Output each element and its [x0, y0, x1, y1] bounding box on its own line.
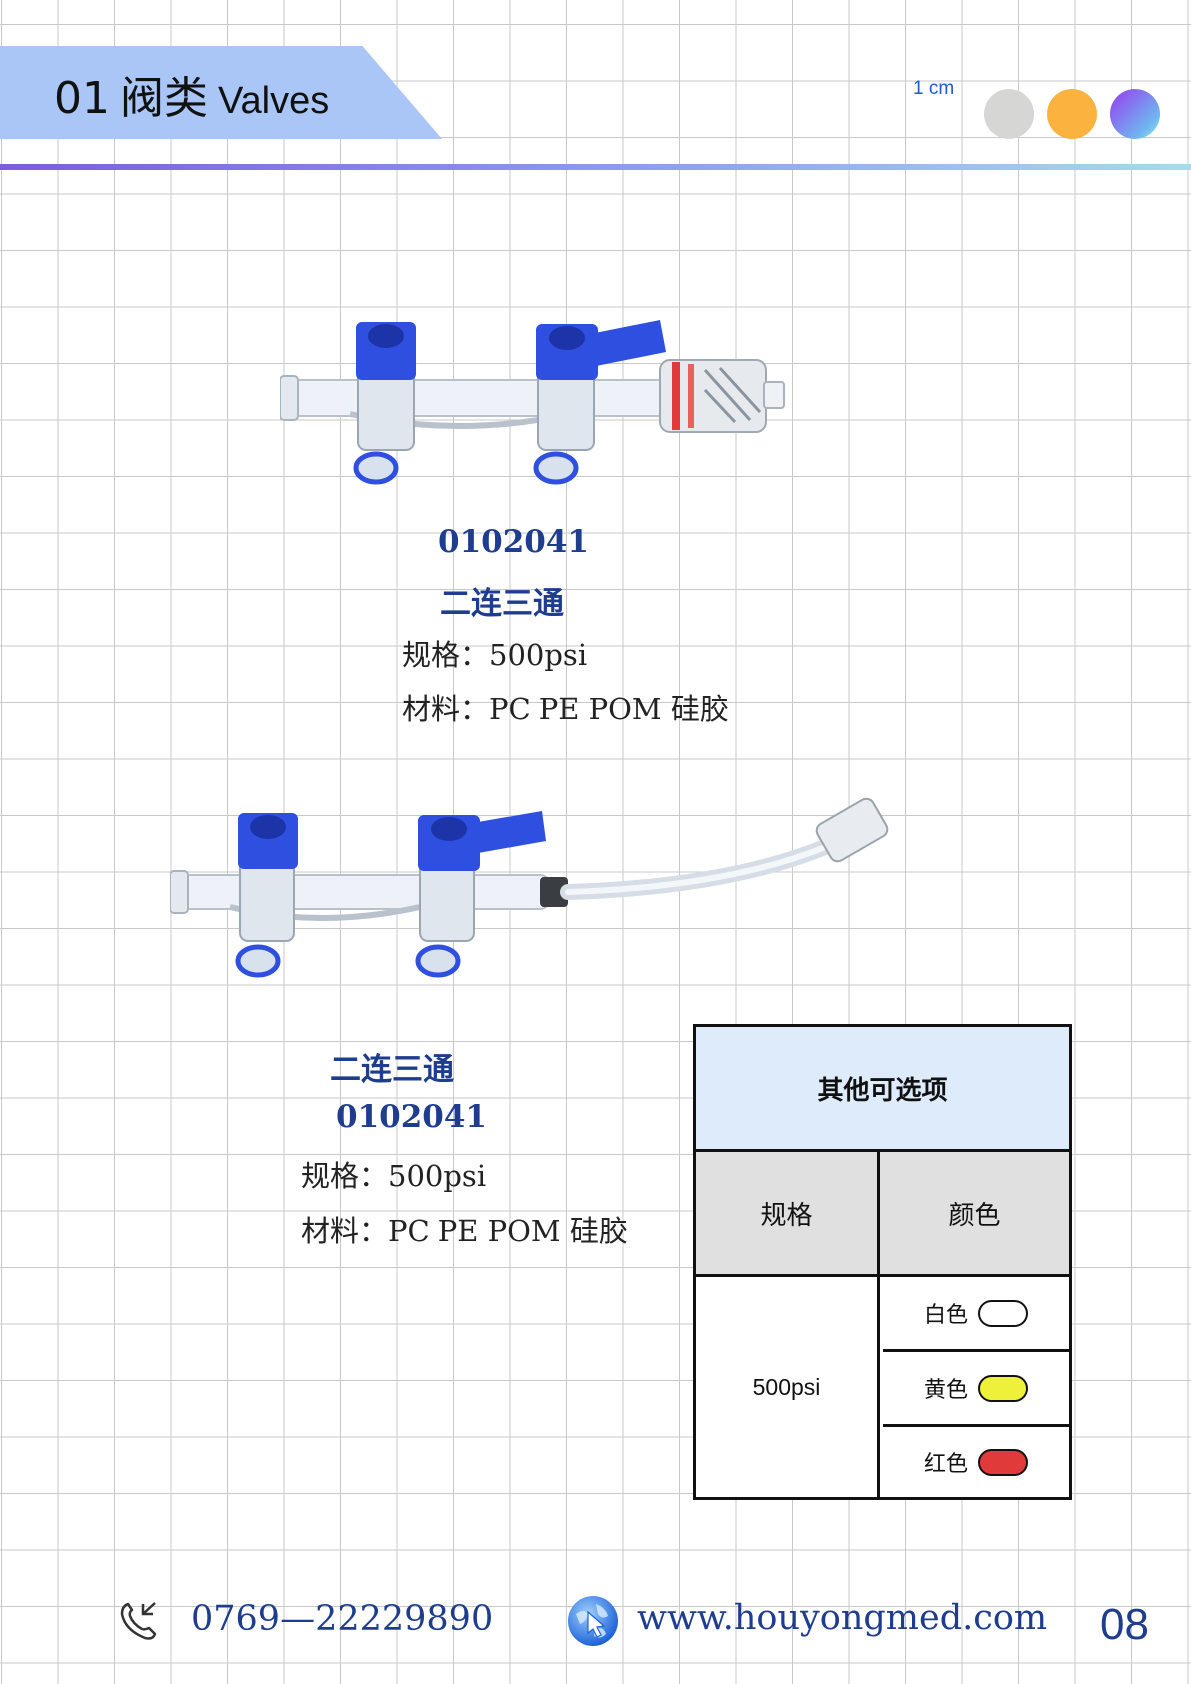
footer-website: www.houyongmed.com	[637, 1598, 1048, 1638]
header-divider	[0, 164, 1191, 170]
spec-value: 500psi	[388, 1159, 487, 1193]
spec-value: 500psi	[489, 638, 588, 672]
product-spec: 规格：500psi	[402, 632, 587, 674]
decor-dot-orange	[1047, 89, 1097, 139]
color-label: 白色	[923, 1303, 968, 1328]
color-option-white: 白色	[883, 1277, 1069, 1352]
color-option-red: 红色	[883, 1427, 1069, 1497]
decor-dot-grey	[984, 89, 1034, 139]
section-title: 01 阀类 Valves	[54, 62, 330, 124]
material-value-2: PE POM 硅胶	[538, 692, 729, 726]
section-title-zh: 阀类	[120, 73, 208, 124]
material-label: 材料：	[402, 692, 490, 726]
spec-label: 规格：	[301, 1159, 389, 1193]
color-label: 黄色	[923, 1378, 968, 1403]
product-code: 0102041	[438, 524, 589, 560]
options-table: 其他可选项 规格 颜色 500psi 白色 黄色 红色	[693, 1024, 1072, 1500]
color-swatch-white	[978, 1299, 1028, 1327]
material-value-1: PC	[489, 692, 531, 726]
globe-cursor-icon	[568, 1596, 618, 1646]
color-swatch-red	[978, 1448, 1028, 1476]
options-table-spec-value: 500psi	[696, 1277, 880, 1497]
product-name: 二连三通	[330, 1052, 454, 1088]
spec-label: 规格：	[402, 638, 490, 672]
product-name: 二连三通	[440, 586, 564, 622]
product-code: 0102041	[336, 1099, 487, 1135]
product-image-double-stopcock-with-tube	[170, 797, 889, 978]
material-label: 材料：	[301, 1214, 389, 1248]
product-image-double-stopcock	[280, 320, 785, 485]
section-title-en: Valves	[218, 80, 330, 122]
material-value-2: PE POM 硅胶	[437, 1214, 628, 1248]
decor-dot-purple	[1110, 89, 1160, 139]
color-option-yellow: 黄色	[883, 1352, 1069, 1427]
header-tab-background	[0, 46, 442, 139]
scale-label: 1 cm	[913, 78, 955, 99]
phone-icon	[120, 1602, 157, 1640]
options-table-title: 其他可选项	[696, 1027, 1069, 1152]
options-table-header-color: 颜色	[880, 1152, 1069, 1277]
color-label: 红色	[923, 1452, 968, 1477]
material-value-1: PC	[388, 1214, 430, 1248]
color-swatch-yellow	[978, 1374, 1028, 1402]
section-number: 01	[54, 73, 110, 124]
options-table-header-spec: 规格	[696, 1152, 880, 1277]
page-number: 08	[1100, 1600, 1149, 1649]
product-spec: 规格：500psi	[301, 1153, 486, 1195]
footer-phone: 0769—22229890	[191, 1599, 494, 1639]
